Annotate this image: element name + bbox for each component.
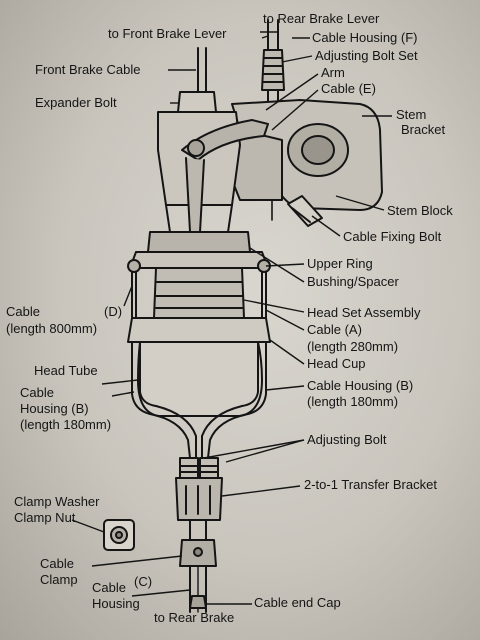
label-stem-block: Stem Block	[387, 203, 453, 218]
bushing-spacer	[147, 231, 251, 253]
label-head-set-assembly: Head Set Assembly	[307, 305, 421, 320]
label-housing-b-left-2: Housing (B)	[20, 401, 89, 416]
label-adjusting-bolt: Adjusting Bolt	[307, 432, 387, 447]
cable-housing-b-right	[241, 341, 267, 415]
label-expander-bolt: Expander Bolt	[35, 95, 117, 110]
label-cable-d-letter: (D)	[104, 304, 122, 319]
label-cable-fixing-bolt: Cable Fixing Bolt	[343, 229, 442, 244]
label-cable-e: Cable (E)	[321, 81, 376, 96]
label-housing-c-letter: (C)	[134, 574, 152, 589]
label-rear-brake: to Rear Brake	[154, 610, 234, 625]
label-cable-d-length: (length 800mm)	[6, 321, 97, 336]
label-cable-clamp-1: Cable	[40, 556, 74, 571]
label-transfer-bracket: 2-to-1 Transfer Bracket	[304, 477, 437, 492]
label-cable-end-cap: Cable end Cap	[254, 595, 341, 610]
label-housing-c-2: Housing	[92, 596, 140, 611]
label-rear-brake-lever: to Rear Brake Lever	[263, 11, 380, 26]
label-adjusting-bolt-set: Adjusting Bolt Set	[315, 48, 418, 63]
label-housing-b-left-1: Cable	[20, 385, 54, 400]
cable-a	[261, 271, 267, 319]
expander-bolt	[177, 91, 217, 113]
label-housing-c-1: Cable	[92, 580, 126, 595]
label-housing-b-right-1: Cable Housing (B)	[307, 378, 413, 393]
label-front-brake-lever: to Front Brake Lever	[108, 26, 227, 41]
label-upper-ring: Upper Ring	[307, 256, 373, 271]
label-cable-a-length: (length 280mm)	[307, 339, 398, 354]
cable-housing-b-left	[131, 341, 157, 415]
head-set-assembly	[153, 267, 245, 319]
cable-d	[131, 271, 137, 319]
adjusting-bolt-set	[261, 49, 285, 91]
leader-lines	[71, 31, 392, 605]
label-cable-clamp-2: Clamp	[40, 572, 78, 587]
label-housing-b-left-3: (length 180mm)	[20, 417, 111, 432]
label-front-brake-cable: Front Brake Cable	[35, 62, 141, 77]
label-bushing-spacer: Bushing/Spacer	[307, 274, 399, 289]
label-clamp-washer: Clamp Washer	[14, 494, 100, 509]
adjusting-bolt	[179, 457, 219, 479]
label-cable-d: Cable	[6, 304, 40, 319]
label-clamp-nut: Clamp Nut	[14, 510, 76, 525]
label-housing-b-right-2: (length 180mm)	[307, 394, 398, 409]
label-cable-a: Cable (A)	[307, 322, 362, 337]
cable-housing-f	[267, 19, 279, 51]
cable-fixing-bolt	[287, 195, 323, 227]
label-bracket: Bracket	[401, 122, 445, 137]
label-arm: Arm	[321, 65, 345, 80]
head-cup	[127, 317, 271, 343]
upper-ring	[129, 251, 269, 269]
label-head-cup: Head Cup	[307, 356, 366, 371]
cable-end-cap	[189, 595, 207, 609]
label-head-tube: Head Tube	[34, 363, 98, 378]
label-cable-housing-f: Cable Housing (F)	[312, 30, 418, 45]
label-stem: Stem	[396, 107, 426, 122]
